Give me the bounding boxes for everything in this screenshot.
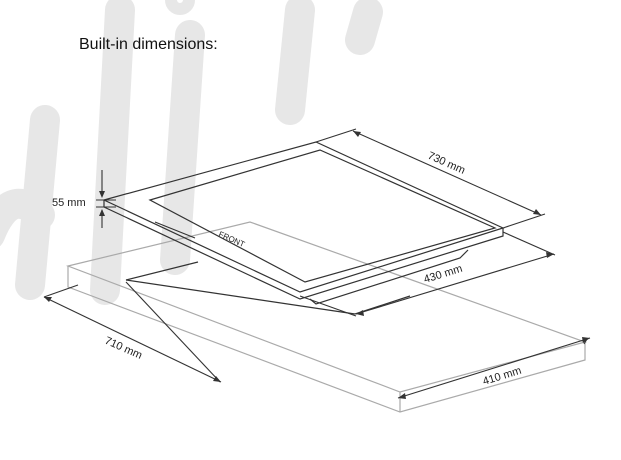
dimension-430-label: 430 mm [422,263,464,286]
hob-outline [102,141,505,305]
front-label: FRONT [217,230,246,249]
page-title: Built-in dimensions: [79,36,218,53]
dimension-710-label: 710 mm [103,335,144,362]
worktop-outline [65,221,588,413]
dimension-55-label: 55 mm [52,197,86,209]
arrowheads [44,131,590,399]
watermark-logo [0,0,383,305]
dimension-lines [43,128,591,399]
